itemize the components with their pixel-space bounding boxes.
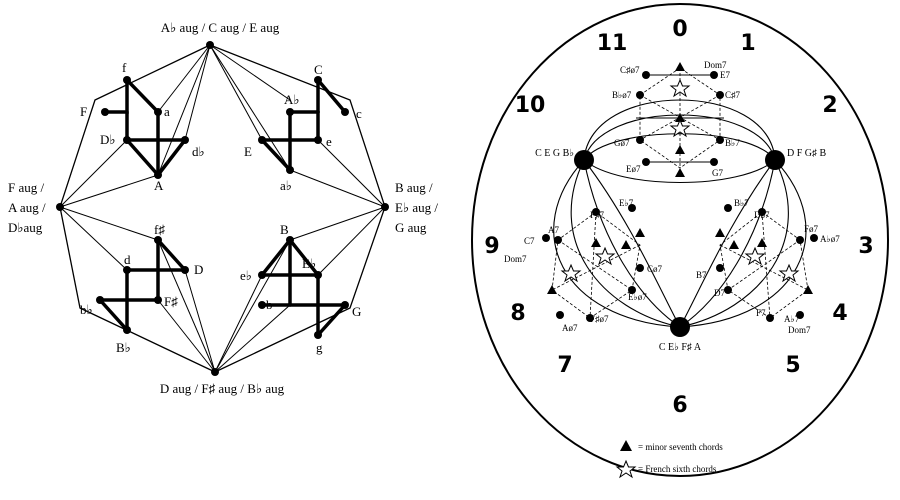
- chord-label: E♭ø7: [628, 292, 647, 302]
- top-aug-label: A♭ aug / C aug / E aug: [161, 20, 280, 35]
- dom7-label: Dom7: [704, 60, 727, 70]
- right-hub-node: [765, 150, 785, 170]
- right-aug-label-1: B aug /: [395, 180, 433, 195]
- node-label: D: [194, 262, 203, 277]
- chord-label: E♭7: [619, 198, 634, 208]
- cluster-bottom-left: [96, 236, 189, 334]
- node-label: D♭: [100, 132, 116, 147]
- node-label: C: [314, 62, 323, 77]
- right-hub-label: D F G♯ B: [787, 148, 827, 159]
- node-label: A: [154, 178, 164, 193]
- octagon-outline: [59, 44, 386, 373]
- chord-label: C7: [524, 236, 535, 246]
- clock-number: 11: [597, 31, 628, 56]
- bottom-hub-node: [670, 317, 690, 337]
- node-label: E♭: [302, 256, 316, 271]
- dom7-label: Dom7: [504, 254, 527, 264]
- bottom-hub-spokes: [157, 239, 291, 373]
- right-aug-label-3: G aug: [395, 220, 427, 235]
- clock-circle: [471, 3, 889, 477]
- cluster-top-left: [101, 76, 189, 179]
- chord-dots: [542, 71, 818, 322]
- chord-label: Eø7: [626, 164, 641, 174]
- chord-label: E7: [720, 70, 730, 80]
- bottom-hub-label: C E♭ F♯ A: [659, 342, 702, 353]
- chord-label: Cø7: [647, 264, 663, 274]
- right-aug-label-2: E♭ aug /: [395, 200, 438, 215]
- chord-label: B♭ø7: [612, 90, 632, 100]
- chord-label: B♭7: [725, 138, 740, 148]
- chord-label: Fø7: [804, 224, 819, 234]
- legend-triangle-label: = minor seventh chords: [638, 442, 723, 452]
- clock-number: 5: [785, 353, 800, 378]
- node-label: c: [356, 106, 362, 121]
- right-hub-spokes: [289, 139, 386, 276]
- clock-number: 1: [740, 31, 755, 56]
- clock-number: 7: [557, 353, 572, 378]
- node-label: E: [244, 144, 252, 159]
- chord-label: F7: [756, 308, 766, 318]
- left-aug-label-3: D♭aug: [8, 220, 43, 235]
- legend-star-label: = French sixth chords: [638, 464, 717, 474]
- node-label: d♭: [192, 144, 205, 159]
- cluster-bottom-right: [258, 236, 349, 339]
- triangle-icon: [620, 440, 632, 451]
- clock-number: 6: [672, 393, 687, 418]
- top-hub-spokes: [157, 44, 291, 176]
- node-label: b♭: [80, 302, 93, 317]
- chord-label: Gø7: [614, 138, 630, 148]
- clock-number: 10: [515, 93, 546, 118]
- chord-label: A♭ø7: [820, 234, 840, 244]
- left-hub-label: C E G B♭: [535, 148, 574, 159]
- clock-number: 3: [858, 234, 873, 259]
- star-icon: [615, 459, 637, 479]
- chord-label: G7: [712, 168, 723, 178]
- node-label: B: [280, 222, 289, 237]
- clock-number: 4: [832, 301, 847, 326]
- chord-label: Aø7: [562, 323, 578, 333]
- node-label: G: [352, 304, 361, 319]
- node-label: e♭: [240, 268, 252, 283]
- clock-number: 2: [822, 93, 837, 118]
- chord-label: Dø7: [754, 210, 770, 220]
- cluster-top-right: [258, 76, 349, 174]
- node-label: A♭: [284, 92, 300, 107]
- legend: = minor seventh chords = French sixth ch…: [615, 440, 723, 479]
- node-label: d: [124, 252, 131, 267]
- chord-label: B7: [696, 270, 707, 280]
- node-label: b: [266, 297, 273, 312]
- node-label: f♯: [154, 222, 165, 237]
- bottom-aug-label: D aug / F♯ aug / B♭ aug: [160, 381, 285, 396]
- node-label: g: [316, 340, 323, 355]
- chord-label: A♭7: [784, 314, 800, 324]
- node-label: F: [80, 104, 87, 119]
- chord-label: D7: [714, 288, 725, 298]
- minor-seventh-triangles: [547, 62, 813, 294]
- chord-label: B♭7: [734, 198, 749, 208]
- clock-number: 0: [672, 17, 687, 42]
- chord-label: F♯7: [590, 210, 605, 220]
- french-sixth-stars: [560, 78, 800, 283]
- chord-label: F♯ø7: [590, 314, 609, 324]
- augmented-octagon-diagram: A♭ aug / C aug / E aug D aug / F♯ aug / …: [8, 20, 438, 396]
- left-hub-spokes: [59, 139, 159, 271]
- chord-label: C♯ø7: [620, 65, 640, 75]
- left-aug-label-2: A aug /: [8, 200, 46, 215]
- node-label: F♯: [164, 294, 178, 309]
- node-label: a: [164, 104, 170, 119]
- left-aug-label-1: F aug /: [8, 180, 45, 195]
- clock-number: 8: [510, 301, 525, 326]
- node-label: f: [122, 60, 127, 75]
- chord-label: A7: [548, 225, 559, 235]
- dom7-label: Dom7: [788, 325, 811, 335]
- chord-label: C♯7: [725, 90, 741, 100]
- node-label: a♭: [280, 178, 292, 193]
- seventh-chord-clock-diagram: 0 1 2 3 4 5 6 7 8 9 10 11: [471, 3, 889, 479]
- node-label: B♭: [116, 340, 131, 355]
- left-hub-node: [574, 150, 594, 170]
- node-label: e: [326, 134, 332, 149]
- clock-number: 9: [484, 234, 499, 259]
